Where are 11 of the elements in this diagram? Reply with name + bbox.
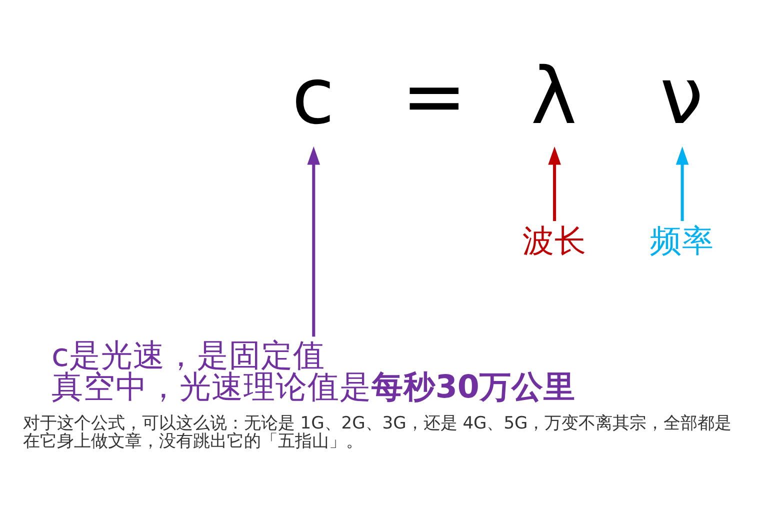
label: = — [401, 52, 467, 142]
node-text: c — [292, 52, 335, 142]
node-text: λ — [530, 52, 577, 142]
node-text: ν — [660, 52, 704, 142]
node-text: 频率 — [650, 224, 714, 260]
arrow — [307, 146, 320, 337]
arrow — [676, 146, 689, 222]
node-text: 波长 — [522, 224, 586, 260]
caption: 对于这个公式，可以这么说：无论是 1G、2G、3G，还是 4G、5G，万变不离其宗，全部都是在它身上做文章，没有跳出它的「五指山」。 — [22, 413, 732, 452]
arrow — [548, 146, 561, 222]
node-text: c是光速，是固定值 真空中，光速理论值是每秒30万公里 — [51, 338, 576, 406]
